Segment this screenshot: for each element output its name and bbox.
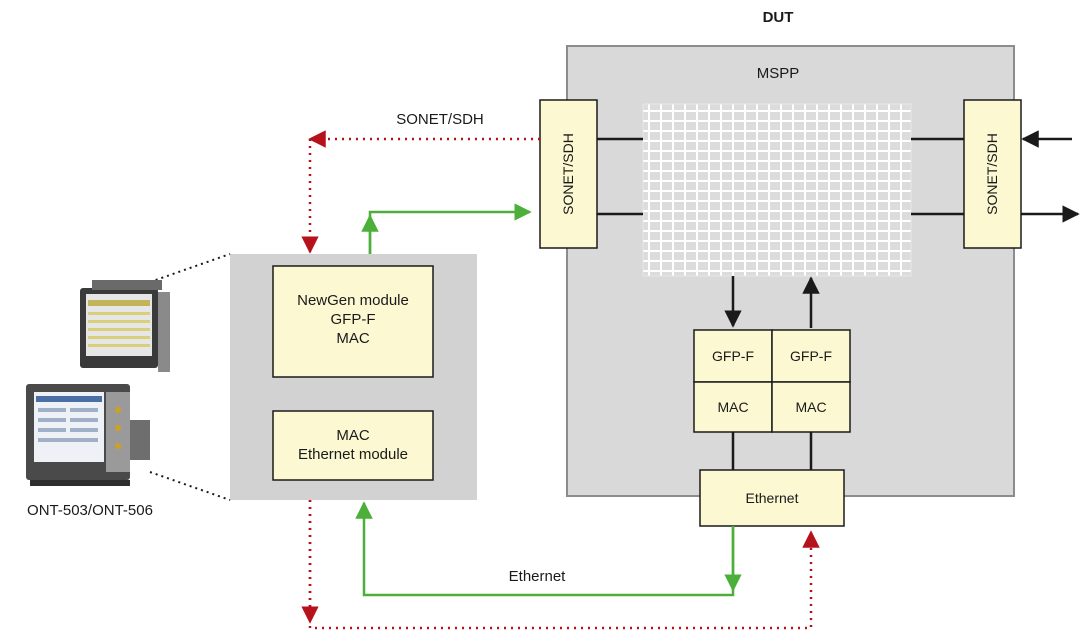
device-caption: ONT-503/ONT-506: [27, 502, 153, 519]
mapper-left-mac: [693, 381, 773, 433]
mapper-left-gfp-label: GFP-F: [712, 348, 754, 364]
dut-ethernet-port: [699, 469, 845, 527]
ont-instrument-top: [80, 280, 170, 372]
mapper-left-mac-label: MAC: [717, 399, 748, 415]
dut-ethernet-label: Ethernet: [746, 490, 799, 506]
mapper-right-gfp-label: GFP-F: [790, 348, 832, 364]
ethernet-module-line-2: Ethernet module: [298, 446, 408, 463]
newgen-line-1: NewGen module: [297, 292, 409, 309]
zoom-line-top: [149, 253, 231, 283]
mapper-right-gfp: [771, 329, 851, 383]
dut-left-sonet-label: SONET/SDH: [560, 133, 576, 215]
sonet-link-label: SONET/SDH: [396, 111, 484, 128]
dut-right-sonet-label: SONET/SDH: [984, 133, 1000, 215]
mapper-right-mac-label: MAC: [795, 399, 826, 415]
green-newgen-to-sonet: [368, 203, 532, 254]
ethernet-module-line-1: MAC: [336, 427, 370, 444]
newgen-line-2: GFP-F: [331, 311, 376, 328]
mspp-label: MSPP: [757, 65, 800, 82]
dut-left-sonet-port: [539, 99, 598, 249]
dut-title: DUT: [763, 9, 794, 26]
ethernet-module: [272, 410, 434, 481]
zoom-line-bottom: [149, 471, 231, 501]
newgen-module: [272, 265, 434, 378]
dut-right-sonet-port: [963, 99, 1022, 249]
cross-connect-matrix: [642, 103, 912, 277]
newgen-line-3: MAC: [336, 330, 370, 347]
ethernet-link-label: Ethernet: [509, 568, 567, 585]
mapper-right-mac: [771, 381, 851, 433]
ont-instrument-bottom: [26, 384, 150, 486]
